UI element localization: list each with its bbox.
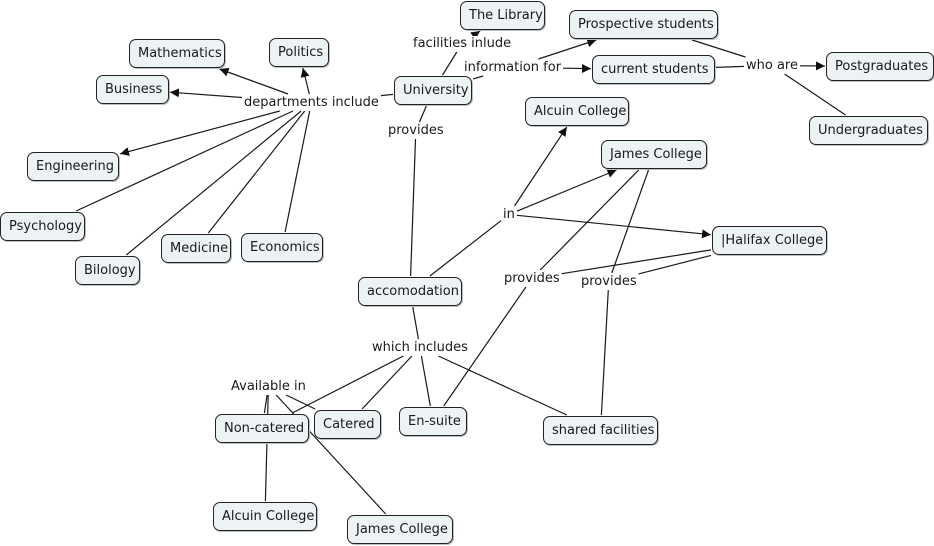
concept-node-mathematics[interactable]: Mathematics: [129, 39, 225, 68]
linking-phrase-provides-university[interactable]: provides: [387, 123, 445, 138]
connection-university-to-provides_univ: [418, 105, 427, 123]
concept-node-economics[interactable]: Economics: [241, 233, 323, 262]
concept-node-biology[interactable]: Bilology: [75, 256, 140, 285]
connection-halifax-to-provides_james: [561, 249, 712, 275]
connection-whoare-to-undergraduates: [784, 73, 846, 116]
concept-node-en-suite[interactable]: En-suite: [399, 407, 467, 436]
connection-in-to-halifax: [516, 214, 712, 239]
connection-halifax-to-provides_halifax: [638, 254, 712, 275]
connection-noncatered-to-availablein: [263, 394, 268, 414]
concept-node-engineering[interactable]: Engineering: [27, 152, 119, 181]
concept-node-prospective-students[interactable]: Prospective students: [569, 10, 718, 39]
concept-node-james-college-top[interactable]: James College: [601, 140, 707, 169]
connection-university-to-departments: [380, 93, 394, 97]
connection-university-to-infofor: [472, 75, 484, 80]
connection-whichincludes-to-ensuite: [420, 355, 431, 407]
concept-node-james-college-bottom[interactable]: James College: [347, 515, 453, 544]
connection-accomodation-to-in: [429, 220, 502, 277]
concept-node-alcuin-college-top[interactable]: Alcuin College: [525, 97, 629, 126]
connection-departments-to-mathematics: [219, 67, 289, 95]
concept-node-current-students[interactable]: current students: [592, 55, 715, 84]
connection-departments-to-engineering: [119, 110, 280, 156]
connection-whichincludes-to-shared: [438, 355, 568, 416]
connection-in-to-james_top: [516, 169, 617, 212]
concept-node-psychology[interactable]: Psychology: [0, 212, 85, 241]
connection-whichincludes-to-catered: [361, 355, 413, 410]
connection-whichincludes-to-noncatered: [291, 355, 404, 414]
linking-phrase-available-in[interactable]: Available in: [230, 379, 307, 394]
connection-departments-to-economics: [284, 110, 311, 233]
concept-node-university[interactable]: University: [394, 76, 472, 105]
concept-node-halifax-college[interactable]: |Halifax College: [712, 226, 827, 255]
concept-node-non-catered[interactable]: Non-catered: [215, 414, 309, 443]
linking-phrase-provides-halifax[interactable]: provides: [580, 274, 638, 289]
concept-node-shared-facilities[interactable]: shared facilities: [543, 416, 658, 445]
concept-node-catered[interactable]: Catered: [314, 410, 381, 439]
connection-availablein-to-catered: [285, 394, 316, 410]
connection-prospective-to-whoare: [691, 39, 746, 58]
connection-provides_halifax-to-shared: [600, 289, 609, 416]
connection-availablein-to-alcuin_bottom: [264, 394, 269, 502]
linking-phrase-information-for[interactable]: information for: [463, 60, 563, 75]
connection-james_top-to-provides_halifax: [611, 169, 650, 274]
connection-accomodation-to-whichincludes: [412, 306, 419, 340]
linking-phrase-provides-james[interactable]: provides: [503, 271, 561, 286]
connection-departments-to-biology: [125, 110, 302, 256]
linking-phrase-departments-include[interactable]: departments include: [243, 95, 380, 110]
concept-node-alcuin-college-bottom[interactable]: Alcuin College: [213, 502, 317, 531]
connection-in-to-alcuin_top: [513, 126, 568, 207]
concept-node-accomodation[interactable]: accomodation: [358, 277, 462, 306]
connection-departments-to-politics: [300, 67, 310, 95]
linking-phrase-facilities-include[interactable]: facilities inlude: [412, 36, 513, 51]
connection-james_top-to-provides_james: [539, 169, 640, 271]
connection-departments-to-business: [169, 88, 243, 99]
connection-departments-to-medicine: [207, 110, 306, 234]
connection-provides_james-to-ensuite: [443, 286, 527, 407]
connection-university-to-facilities: [442, 51, 458, 76]
linking-phrase-in[interactable]: in: [502, 207, 516, 222]
concept-node-undergraduates[interactable]: Undergraduates: [809, 116, 928, 145]
linking-phrase-who-are[interactable]: who are: [745, 58, 799, 73]
concept-node-postgraduates[interactable]: Postgraduates: [826, 52, 934, 81]
connection-provides_univ-to-accomodation: [410, 138, 417, 277]
concept-node-medicine[interactable]: Medicine: [161, 234, 231, 263]
concept-node-the-library[interactable]: The Library: [460, 1, 545, 30]
concept-node-business[interactable]: Business: [96, 75, 169, 104]
connection-current-to-whoare: [715, 65, 745, 68]
connection-departments-to-psychology: [75, 110, 294, 212]
connection-facilities-to-library: [470, 30, 481, 40]
linking-phrase-which-includes[interactable]: which includes: [371, 340, 469, 355]
connection-infofor-to-prospective: [538, 38, 597, 60]
concept-node-politics[interactable]: Politics: [269, 38, 329, 67]
